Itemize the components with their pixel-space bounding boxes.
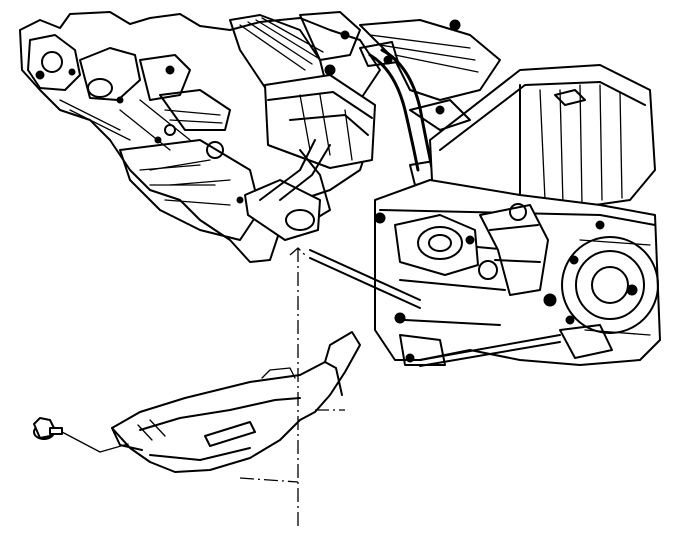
intake-manifold [229,11,376,241]
flywheel-inspection-cover [111,331,361,473]
cover-mounting-bolt [33,417,63,440]
transaxle-housing [309,19,661,367]
assembly-guide-lines [61,247,345,530]
